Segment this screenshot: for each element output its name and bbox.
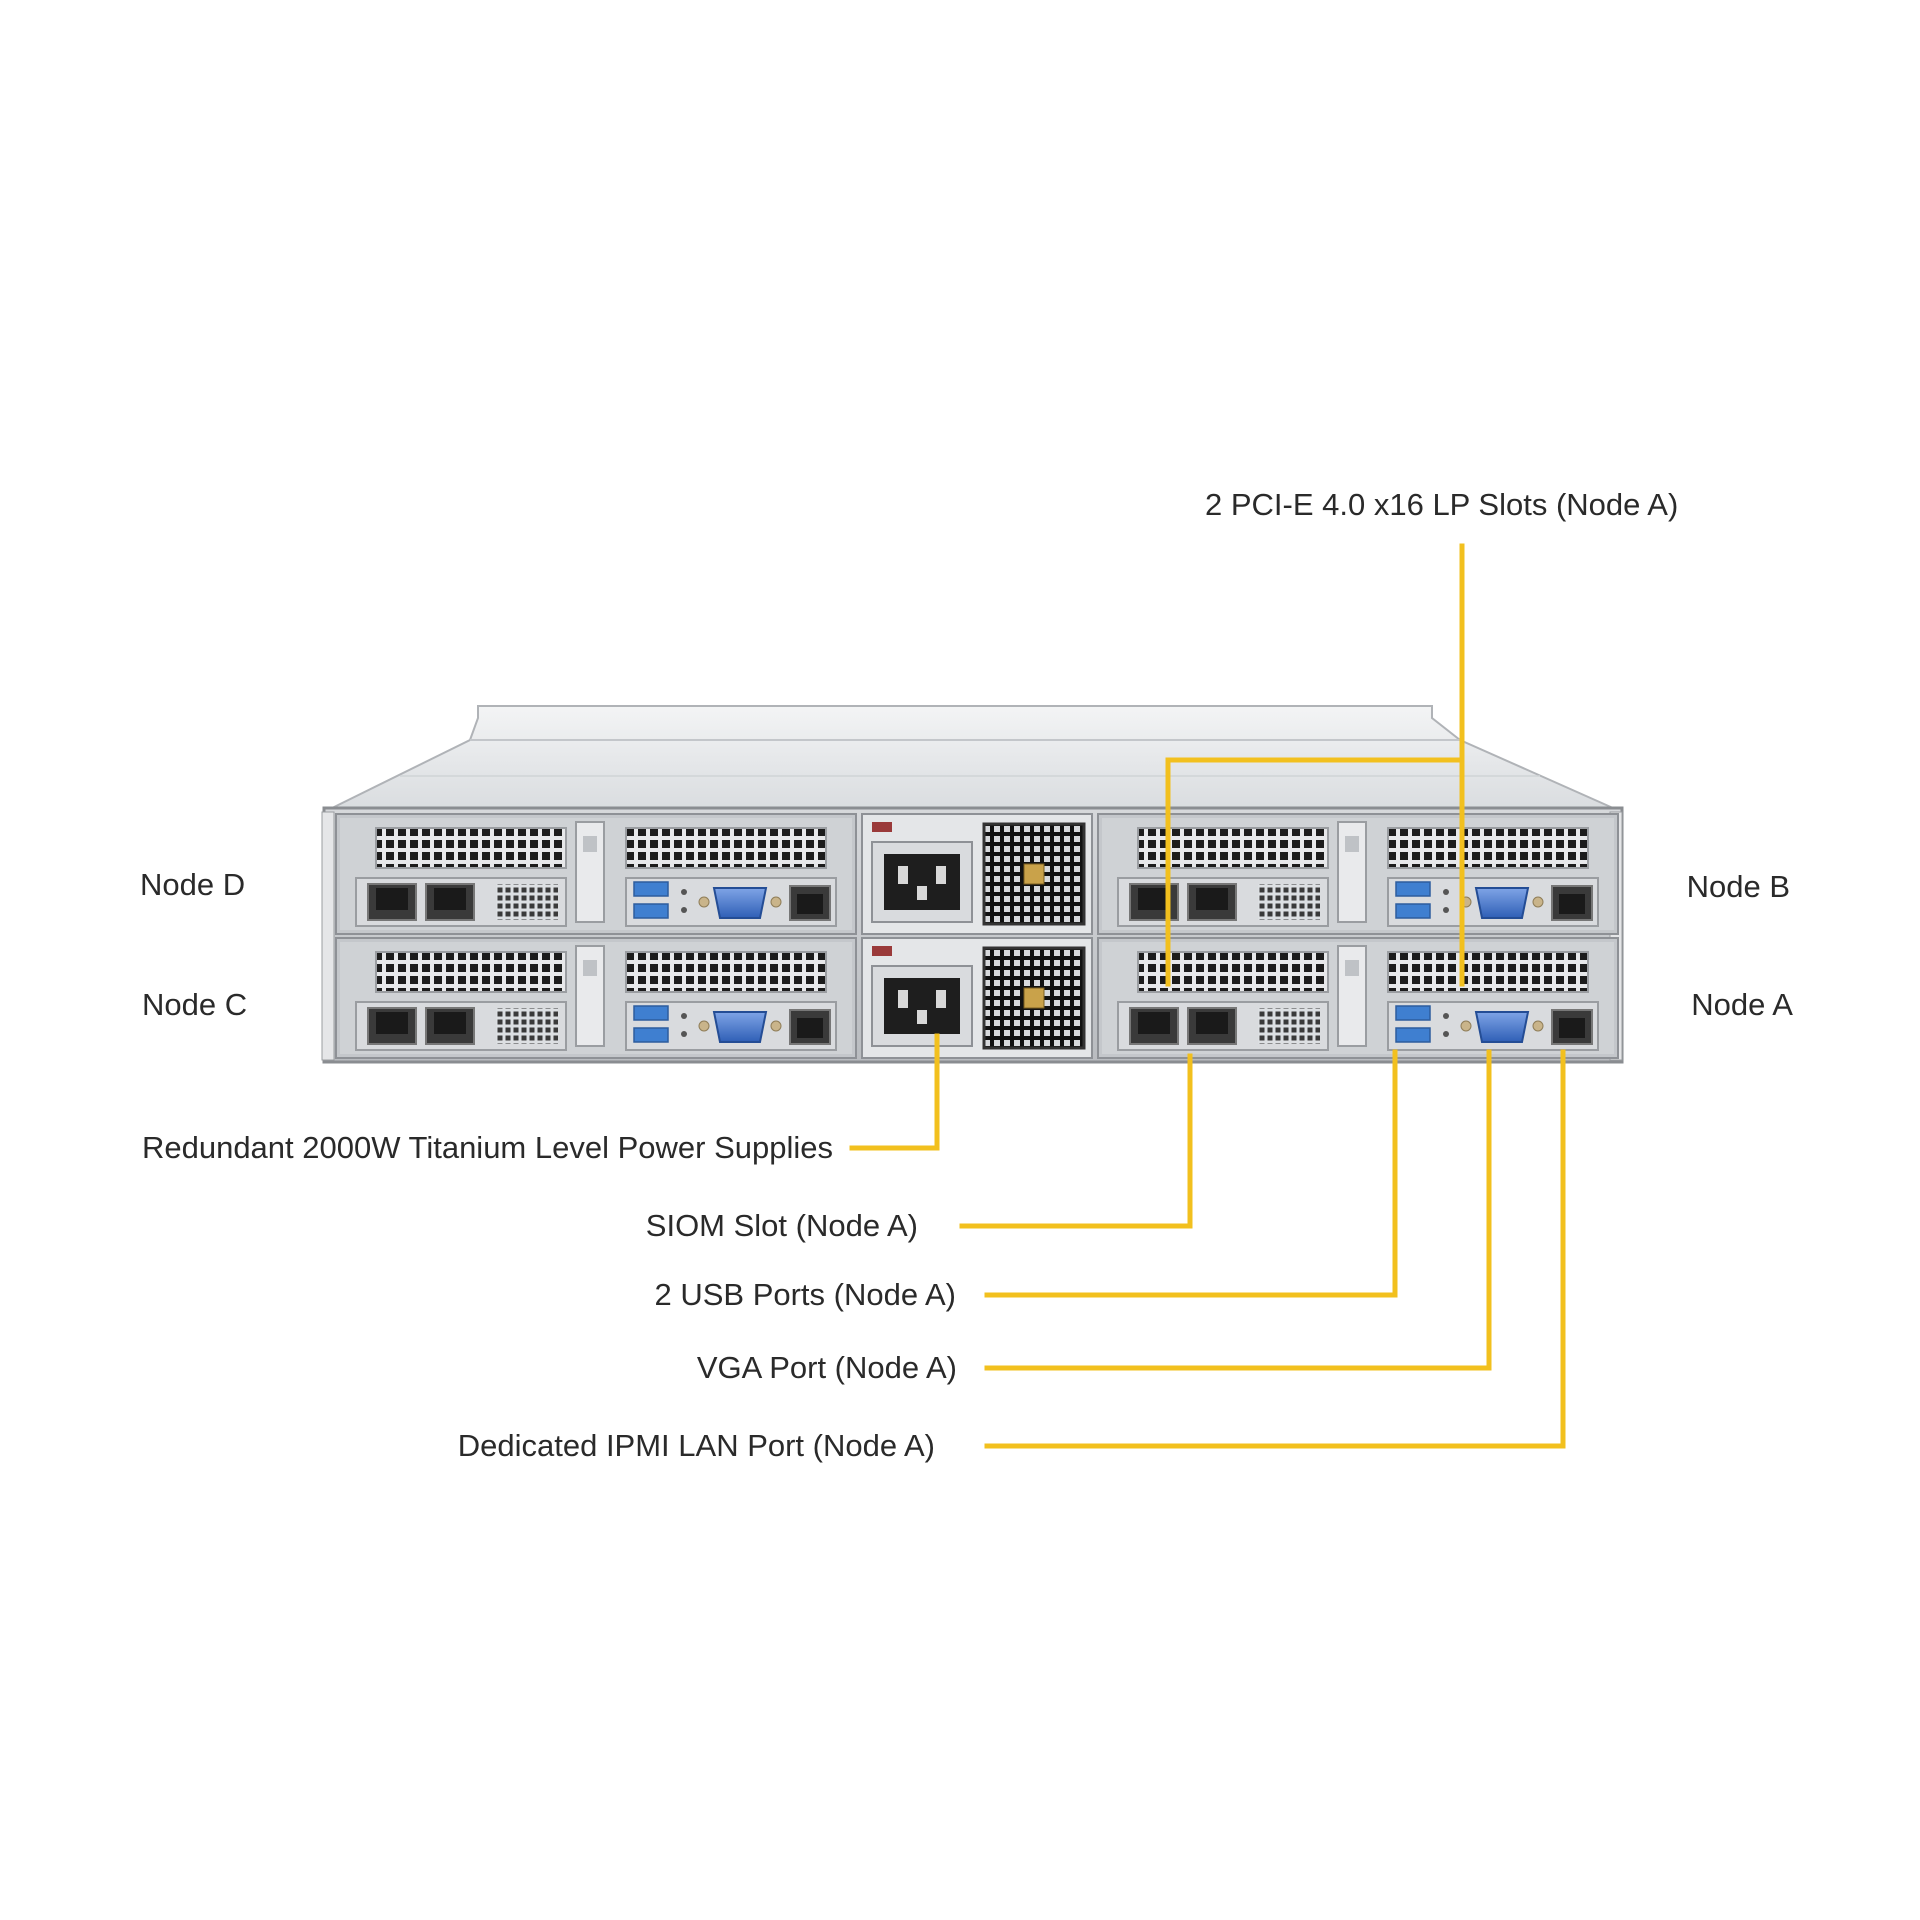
node-a-module bbox=[1097, 937, 1619, 1059]
node-b-module bbox=[1097, 813, 1619, 935]
ipmi-leader bbox=[984, 1049, 1566, 1449]
label-siom-slot: SIOM Slot (Node A) bbox=[646, 1208, 918, 1243]
usb-leader bbox=[984, 1049, 1398, 1298]
psu-1-module bbox=[860, 812, 1094, 936]
label-node-a: Node A bbox=[1691, 987, 1793, 1022]
label-node-d: Node D bbox=[140, 867, 245, 902]
server-chassis bbox=[321, 705, 1624, 1064]
label-pcie-slots: 2 PCI-E 4.0 x16 LP Slots (Node A) bbox=[1205, 487, 1678, 522]
label-node-c: Node C bbox=[142, 987, 247, 1022]
label-node-b: Node B bbox=[1687, 869, 1790, 904]
node-c-module bbox=[335, 937, 857, 1059]
label-usb-ports: 2 USB Ports (Node A) bbox=[654, 1277, 956, 1312]
psu-leader bbox=[849, 1033, 940, 1151]
leader-lines bbox=[849, 543, 1566, 1449]
pcie-leader-branch bbox=[1165, 757, 1465, 987]
siom-leader bbox=[959, 1053, 1193, 1229]
labels: 2 PCI-E 4.0 x16 LP Slots (Node A) Node D… bbox=[140, 487, 1793, 1463]
label-vga-port: VGA Port (Node A) bbox=[697, 1350, 957, 1385]
psu-2-module bbox=[860, 936, 1094, 1060]
node-d-module bbox=[335, 813, 857, 935]
label-power-supplies: Redundant 2000W Titanium Level Power Sup… bbox=[142, 1130, 833, 1165]
vga-leader bbox=[984, 1049, 1492, 1371]
label-ipmi-port: Dedicated IPMI LAN Port (Node A) bbox=[458, 1428, 935, 1463]
